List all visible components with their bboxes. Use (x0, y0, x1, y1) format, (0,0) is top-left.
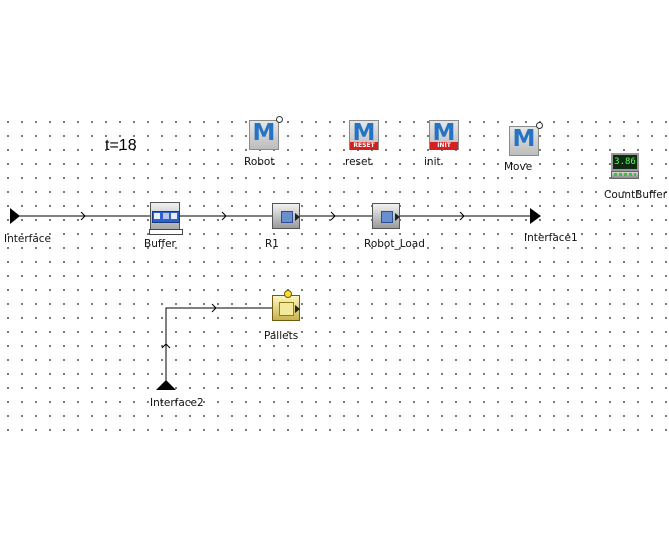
interface2-shape[interactable] (156, 380, 176, 390)
buffer-object[interactable] (149, 202, 183, 235)
buffer-label: Buffer (144, 238, 176, 250)
method-icon-box (509, 126, 539, 156)
interface2-label: Interface2 (150, 397, 204, 409)
method-init[interactable]: M INIT (429, 118, 461, 150)
model-canvas[interactable] (0, 110, 669, 440)
method-icon: M (432, 120, 456, 146)
pallets-label: Pallets (264, 330, 299, 342)
count-buffer-label: CountBuffer (604, 189, 668, 201)
arrow-mark (161, 343, 171, 349)
interface1-label: Interface1 (524, 232, 578, 244)
pallets-source[interactable] (272, 290, 300, 321)
method-reset[interactable]: M RESET (349, 118, 381, 150)
robot-load-station[interactable] (372, 203, 400, 229)
buffer-cell (163, 213, 169, 219)
r1-label: R1 (265, 238, 279, 250)
station-icon (281, 211, 293, 223)
r1-station[interactable] (272, 203, 300, 229)
method-move-label: Move (504, 161, 533, 173)
method-icon: M (252, 120, 276, 146)
method-robot[interactable]: M (249, 116, 283, 150)
method-init-label: init (424, 156, 441, 168)
method-move[interactable]: M (509, 122, 543, 156)
arrow-mark (80, 211, 86, 221)
arrow-mark (211, 303, 217, 313)
arrow-mark (221, 211, 227, 221)
arrow-mark (330, 211, 336, 221)
method-icon-box (249, 120, 279, 150)
buffer-cell (154, 213, 160, 219)
init-flag: INIT (430, 142, 458, 150)
method-reset-label: reset (345, 156, 372, 168)
exit-arrow-icon (395, 213, 400, 221)
interface-in-shape[interactable] (10, 208, 20, 224)
robot-load-label: Robot_Load (364, 238, 425, 250)
reset-flag: RESET (350, 142, 378, 150)
buffer-cell (171, 213, 177, 219)
display-screen: 3.86 (611, 153, 639, 171)
display-bars-icon (614, 173, 636, 176)
station-icon (381, 211, 393, 223)
exit-arrow-icon (295, 305, 300, 313)
buffer-slots-icon (152, 211, 180, 223)
connector-interface2-pallets[interactable] (165, 307, 272, 382)
status-dot-icon (276, 116, 283, 123)
buffer-tray (149, 229, 183, 235)
status-dot-icon (284, 290, 292, 298)
count-buffer-display[interactable]: 3.86 (611, 153, 641, 181)
interface-label: Interface (4, 233, 52, 245)
source-icon (279, 302, 294, 316)
method-icon: M (352, 120, 376, 146)
exit-arrow-icon (295, 213, 300, 221)
status-dot-icon (536, 122, 543, 129)
interface-out-shape[interactable] (530, 208, 541, 224)
method-icon: M (512, 126, 536, 152)
arrow-mark (459, 211, 465, 221)
method-robot-label: Robot (244, 156, 275, 168)
simulation-time: t=18 (105, 137, 137, 154)
